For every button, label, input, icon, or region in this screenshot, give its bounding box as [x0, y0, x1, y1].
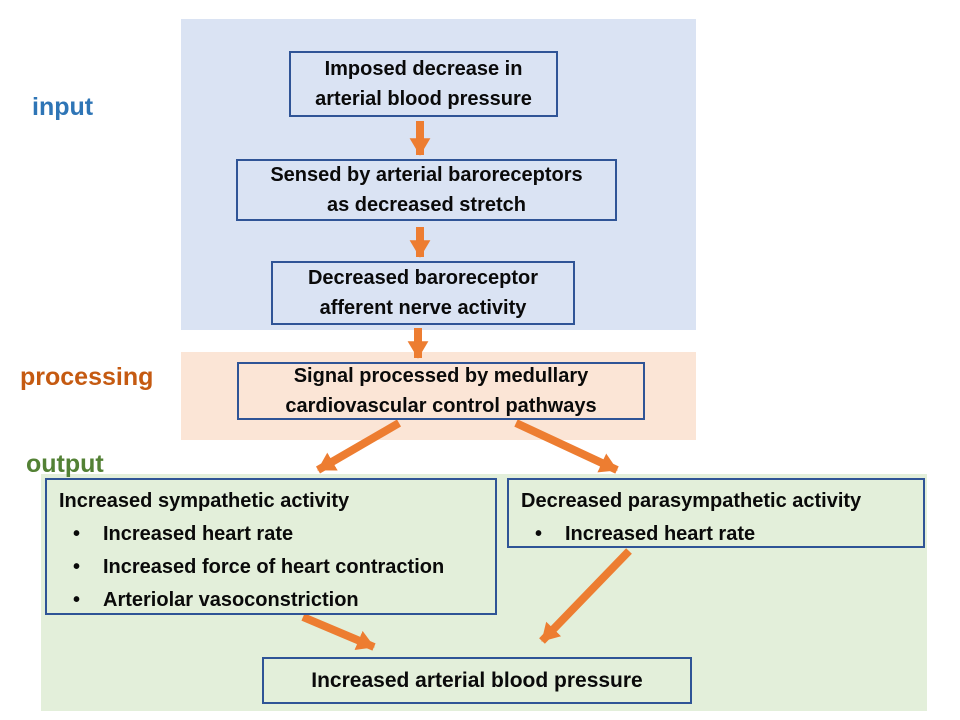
list-item: Increased heart rate — [57, 518, 485, 551]
flow-box-imposed-decrease: Imposed decrease in arterial blood press… — [289, 51, 558, 117]
flow-box-result-pressure: Increased arterial blood pressure — [262, 657, 692, 704]
arrow-processing-to-sympathetic — [315, 419, 402, 474]
list-item: Increased heart rate — [519, 518, 913, 551]
sympathetic-title: Increased sympathetic activity — [59, 490, 350, 512]
input-stage-label: input — [32, 93, 94, 121]
sympathetic-effects-list: Increased heart rate Increased force of … — [57, 518, 485, 617]
flow-box-medullary-processing: Signal processed by medullary cardiovasc… — [237, 362, 645, 420]
arrow-sympathetic-to-result — [301, 613, 376, 651]
output-stage-label: output — [26, 450, 104, 478]
flow-box-sympathetic: Increased sympathetic activity Increased… — [45, 478, 497, 617]
flow-box-sensed-by-baroreceptors: Sensed by arterial baroreceptors as decr… — [236, 159, 617, 221]
arrow-processing-to-parasympathetic — [514, 419, 619, 474]
flow-box-parasympathetic: Decreased parasympathetic activity Incre… — [507, 478, 925, 551]
processing-stage-label: processing — [20, 363, 154, 391]
input-region-background — [181, 19, 696, 330]
arrow-parasympathetic-to-result — [539, 548, 632, 644]
list-item: Arteriolar vasoconstriction — [57, 584, 485, 617]
flow-box-afferent-activity: Decreased baroreceptor afferent nerve ac… — [271, 261, 575, 325]
parasympathetic-effects-list: Increased heart rate — [519, 518, 913, 551]
processing-region-background — [181, 352, 696, 440]
list-item: Increased force of heart contraction — [57, 551, 485, 584]
parasympathetic-title: Decreased parasympathetic activity — [521, 490, 862, 512]
